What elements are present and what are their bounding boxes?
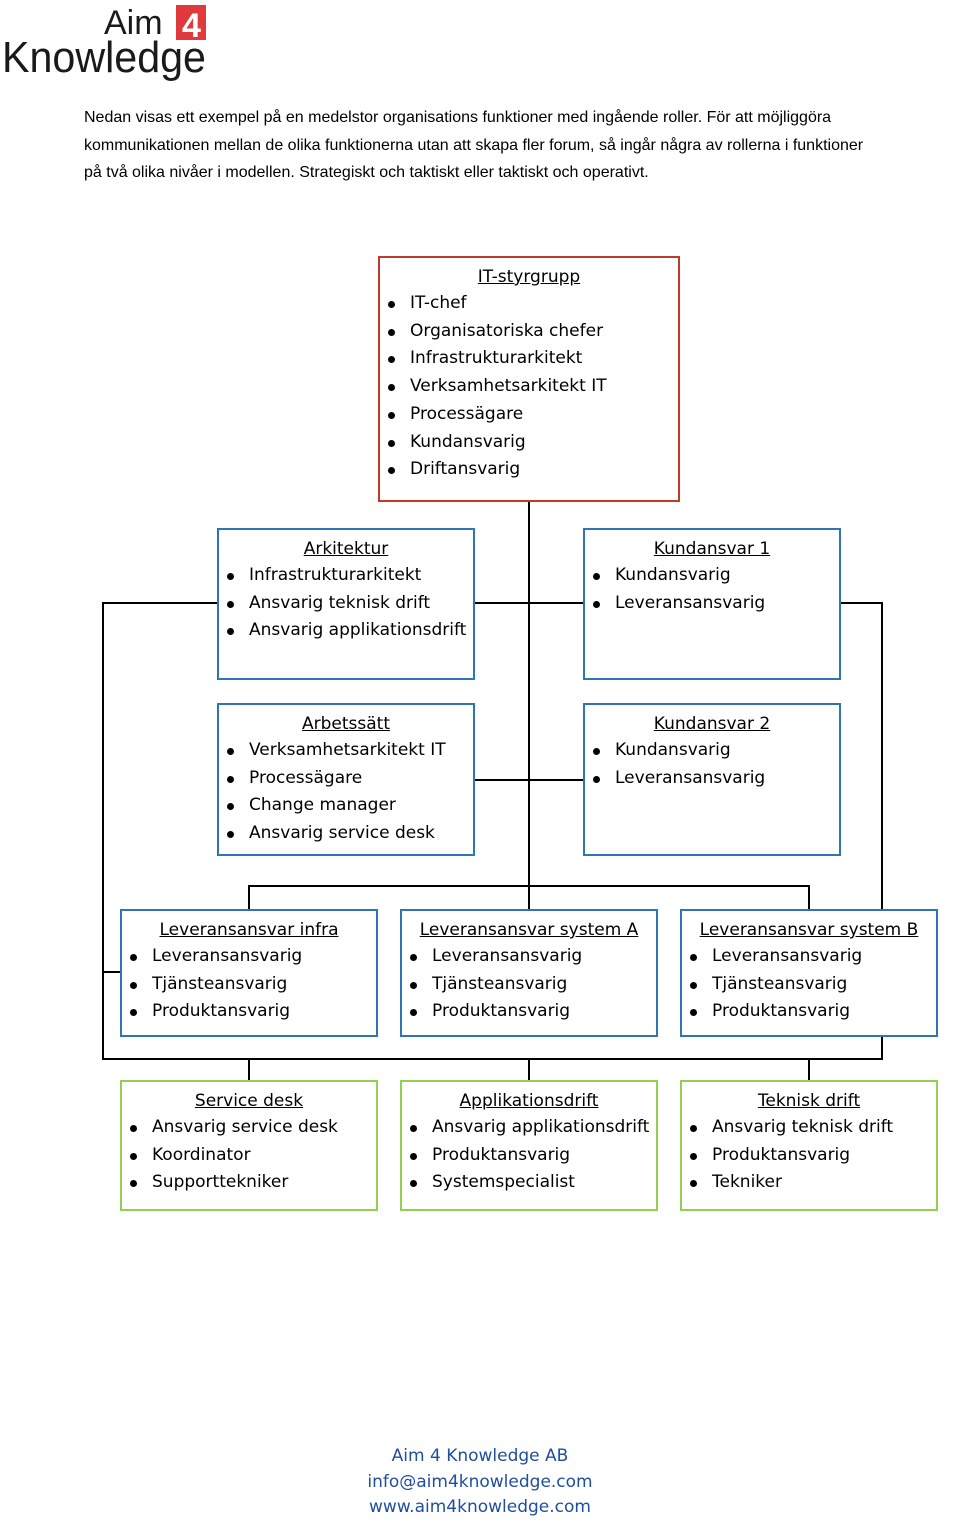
role-item: Tjänsteansvarig [402, 971, 656, 999]
footer-website-link[interactable]: www.aim4knowledge.com [369, 1497, 591, 1517]
role-item: Produktansvarig [682, 1142, 936, 1170]
svg-text:Aim: Aim [104, 4, 163, 42]
role-item: Organisatoriska chefer [380, 318, 678, 346]
box-title: Leveransansvar system B [699, 920, 919, 940]
box-leveransansvar-system-a: Leveransansvar system A Leveransansvarig… [400, 909, 658, 1037]
role-item: IT-chef [380, 290, 678, 318]
role-item: Produktansvarig [682, 998, 936, 1026]
box-teknisk-drift: Teknisk drift Ansvarig teknisk drift Pro… [680, 1080, 938, 1211]
box-title: Kundansvar 1 [653, 539, 771, 559]
role-item: Processägare [219, 765, 473, 793]
role-item: Produktansvarig [402, 998, 656, 1026]
role-item: Verksamhetsarkitekt IT [380, 373, 678, 401]
role-item: Tekniker [682, 1169, 936, 1197]
role-item: Ansvarig applikationsdrift [219, 617, 473, 645]
box-title: IT-styrgrupp [477, 267, 581, 287]
role-item: Ansvarig service desk [219, 820, 473, 848]
role-item: Kundansvarig [585, 737, 839, 765]
role-item: Kundansvarig [380, 429, 678, 457]
box-title: Applikationsdrift [459, 1091, 599, 1111]
box-title: Leveransansvar infra [159, 920, 339, 940]
role-item: Leveransansvarig [402, 943, 656, 971]
box-title: Teknisk drift [757, 1091, 861, 1111]
role-item: Verksamhetsarkitekt IT [219, 737, 473, 765]
role-item: Ansvarig applikationsdrift [402, 1114, 656, 1142]
box-title: Arbetssätt [302, 714, 390, 734]
role-item: Driftansvarig [380, 456, 678, 484]
box-arbetssatt: Arbetssätt Verksamhetsarkitekt IT Proces… [217, 703, 475, 856]
role-item: Supporttekniker [122, 1169, 376, 1197]
box-title: Kundansvar 2 [653, 714, 771, 734]
footer-email-link[interactable]: info@aim4knowledge.com [367, 1472, 593, 1492]
company-logo: Aim 4 Knowledge [0, 0, 215, 85]
role-item: Change manager [219, 792, 473, 820]
role-item: Ansvarig teknisk drift [682, 1114, 936, 1142]
role-item: Tjänsteansvarig [122, 971, 376, 999]
role-item: Leveransansvarig [585, 765, 839, 793]
box-leveransansvar-infra: Leveransansvar infra Leveransansvarig Tj… [120, 909, 378, 1037]
box-kundansvar-1: Kundansvar 1 Kundansvarig Leveransansvar… [583, 528, 841, 680]
role-item: Tjänsteansvarig [682, 971, 936, 999]
box-arkitektur: Arkitektur Infrastrukturarkitekt Ansvari… [217, 528, 475, 680]
role-item: Ansvarig service desk [122, 1114, 376, 1142]
role-item: Infrastrukturarkitekt [380, 345, 678, 373]
role-item: Koordinator [122, 1142, 376, 1170]
box-title: Arkitektur [303, 539, 389, 559]
box-applikationsdrift: Applikationsdrift Ansvarig applikationsd… [400, 1080, 658, 1211]
role-item: Kundansvarig [585, 562, 839, 590]
role-item: Systemspecialist [402, 1169, 656, 1197]
role-item: Produktansvarig [402, 1142, 656, 1170]
box-leveransansvar-system-b: Leveransansvar system B Leveransansvarig… [680, 909, 938, 1037]
intro-line: kommunikationen mellan de olika funktion… [84, 136, 864, 154]
box-title: Leveransansvar system A [419, 920, 639, 940]
intro-line: på två olika nivåer i modellen. Strategi… [84, 164, 649, 181]
role-item: Infrastrukturarkitekt [219, 562, 473, 590]
box-title: Service desk [194, 1091, 304, 1111]
footer-company: Aim 4 Knowledge AB [391, 1446, 569, 1466]
box-service-desk: Service desk Ansvarig service desk Koord… [120, 1080, 378, 1211]
role-item: Ansvarig teknisk drift [219, 590, 473, 618]
role-item: Produktansvarig [122, 998, 376, 1026]
role-item: Leveransansvarig [122, 943, 376, 971]
role-item: Leveransansvarig [682, 943, 936, 971]
intro-line: Nedan visas ett exempel på en medelstor … [84, 109, 832, 126]
svg-text:4: 4 [182, 7, 201, 45]
box-kundansvar-2: Kundansvar 2 Kundansvarig Leveransansvar… [583, 703, 841, 856]
box-it-styrgrupp: IT-styrgrupp IT-chef Organisatoriska che… [378, 256, 680, 502]
role-item: Processägare [380, 401, 678, 429]
role-item: Leveransansvarig [585, 590, 839, 618]
connector-line [248, 885, 810, 909]
intro-paragraph: Nedan visas ett exempel på en medelstor … [84, 104, 956, 187]
svg-text:Knowledge: Knowledge [2, 33, 206, 82]
connector-line [103, 1058, 530, 1080]
